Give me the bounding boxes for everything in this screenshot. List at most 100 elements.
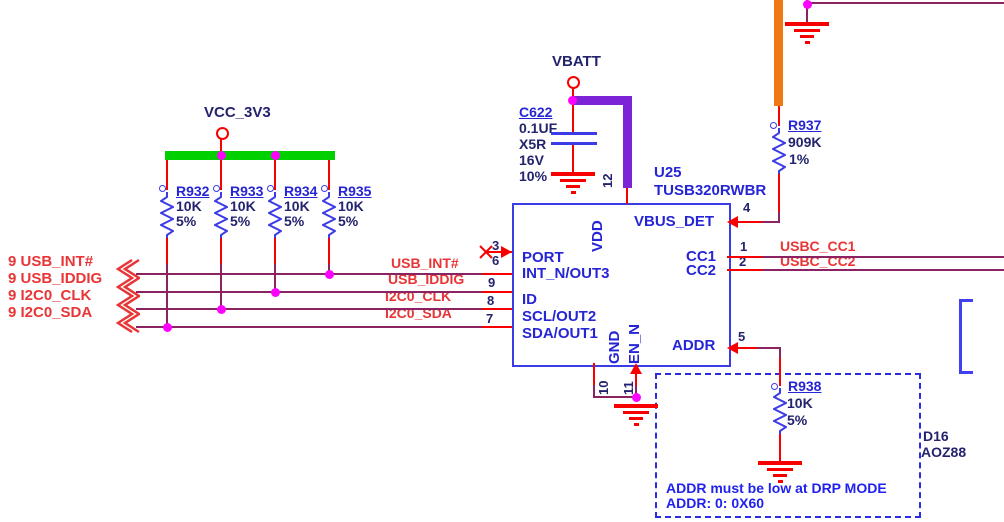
note-box xyxy=(655,373,921,518)
ground-symbol-icon xyxy=(778,480,783,483)
pin-stub xyxy=(482,273,512,275)
refdes-label[interactable]: R938 xyxy=(788,378,822,394)
net-name: USB_IDDIG xyxy=(20,270,103,287)
pin-name-addr: ADDR xyxy=(672,337,716,354)
ground-symbol-icon xyxy=(785,22,829,26)
tolerance-label: 5% xyxy=(338,213,359,229)
refdes-label[interactable]: C622 xyxy=(519,104,553,120)
wire xyxy=(572,145,574,172)
value-label: 0.1UF xyxy=(519,120,558,136)
resistor-symbol-r935[interactable] xyxy=(322,192,336,238)
pin-dot-icon xyxy=(771,383,778,390)
wire xyxy=(779,358,781,386)
ground-symbol-icon xyxy=(800,35,814,38)
wire xyxy=(635,386,637,398)
wire xyxy=(593,385,595,398)
pin-stub-vdd xyxy=(626,188,628,204)
wire xyxy=(220,264,222,309)
offpage-net-usb-int[interactable]: 9 USB_INT# xyxy=(8,254,93,270)
junction-dot xyxy=(271,288,280,297)
wire xyxy=(757,347,781,349)
pin-name-cc1: CC1 xyxy=(686,248,717,265)
d16-refdes[interactable]: D16 xyxy=(923,428,949,444)
junction-dot xyxy=(325,270,334,279)
ic-part-number[interactable]: TUSB320RWBR xyxy=(654,182,767,199)
pin-dot-icon xyxy=(159,185,166,192)
ground-symbol-icon xyxy=(629,417,643,420)
wire xyxy=(572,87,574,101)
net-name: I2C0_CLK xyxy=(20,287,92,304)
sheet-number: 9 xyxy=(8,304,17,321)
ground-symbol-icon xyxy=(560,179,586,182)
pin-name-en-n: EN_N xyxy=(626,323,643,364)
pin-number-3: 3 xyxy=(492,238,500,253)
ic-refdes[interactable]: U25 xyxy=(654,164,682,181)
resistor-symbol-r934[interactable] xyxy=(268,192,282,238)
value-label: 909K xyxy=(788,134,822,150)
junction-dot xyxy=(217,305,226,314)
pin-stub xyxy=(482,291,512,293)
wire-i2c0-clk xyxy=(136,308,482,310)
pin-stub xyxy=(482,326,512,328)
net-name: I2C0_SDA xyxy=(20,304,93,321)
vcc-3v3-net-label[interactable]: VCC_3V3 xyxy=(204,104,271,121)
pin-number-1: 1 xyxy=(740,239,748,254)
pin-number-11: 11 xyxy=(621,381,636,395)
pin-name-id: ID xyxy=(522,291,537,308)
dielectric-label: X5R xyxy=(519,136,547,152)
wire xyxy=(220,138,222,152)
refdes-label[interactable]: R937 xyxy=(788,117,822,133)
vbatt-net-label[interactable]: VBATT xyxy=(552,53,601,70)
refdes-label[interactable]: R935 xyxy=(338,183,372,199)
tolerance-label: 1% xyxy=(789,151,810,167)
resistor-symbol-r938[interactable] xyxy=(773,388,787,434)
resistor-symbol-r933[interactable] xyxy=(214,192,228,238)
pin-stub-en-n xyxy=(635,374,637,386)
junction-dot xyxy=(163,323,172,332)
offpage-net-i2c0-clk[interactable]: 9 I2C0_CLK xyxy=(8,288,91,304)
wire xyxy=(274,160,276,190)
net-label-usb-int[interactable]: USB_INT# xyxy=(391,255,459,271)
vbatt-thick-wire xyxy=(623,96,632,188)
offpage-net-usb-iddig[interactable]: 9 USB_IDDIG xyxy=(8,271,102,287)
pin-name-sda: SDA/OUT1 xyxy=(522,325,598,342)
wire xyxy=(806,2,1004,4)
vcc-power-symbol-icon xyxy=(216,127,229,140)
pin-number-10: 10 xyxy=(596,380,611,395)
wire xyxy=(778,174,780,212)
tolerance-label: 5% xyxy=(230,213,251,229)
value-label: 10K xyxy=(230,198,256,214)
pin-number-7: 7 xyxy=(486,311,494,326)
offpage-net-i2c0-sda[interactable]: 9 I2C0_SDA xyxy=(8,305,92,321)
ic-body-u25[interactable] xyxy=(512,203,731,367)
tolerance-label: 5% xyxy=(176,213,197,229)
wire xyxy=(274,238,276,264)
pin-number-8: 8 xyxy=(487,293,495,308)
vbatt-thick-wire xyxy=(572,96,632,105)
net-label-usb-iddig[interactable]: USB_IDDIG xyxy=(388,271,465,287)
wire-usbc-cc1 xyxy=(762,256,1004,258)
wire xyxy=(779,347,781,358)
pin-name-int-n: INT_N/OUT3 xyxy=(522,265,610,282)
ground-symbol-icon xyxy=(767,468,793,471)
pin-arrow-icon xyxy=(501,246,512,258)
resistor-symbol-r937[interactable] xyxy=(772,128,786,174)
tolerance-label: 10% xyxy=(519,168,548,184)
pin-arrow-icon xyxy=(727,342,738,354)
pin-stub-cc2 xyxy=(727,269,762,271)
wire xyxy=(220,238,222,264)
refdes-label[interactable]: R932 xyxy=(176,183,210,199)
wire xyxy=(762,221,780,223)
wire xyxy=(328,238,330,264)
wire xyxy=(328,264,330,274)
note-line-2: ADDR: 0: 0X60 xyxy=(666,495,765,511)
refdes-label[interactable]: R934 xyxy=(284,183,318,199)
refdes-label[interactable]: R933 xyxy=(230,183,264,199)
capacitor-plate-icon[interactable] xyxy=(551,142,597,145)
resistor-symbol-r932[interactable] xyxy=(160,192,174,238)
wire xyxy=(778,212,780,223)
net-label-usbc-cc1[interactable]: USBC_CC1 xyxy=(780,238,856,254)
value-label: 10K xyxy=(787,395,813,411)
pin-arrow-icon xyxy=(727,216,738,228)
capacitor-plate-icon[interactable] xyxy=(551,132,597,135)
